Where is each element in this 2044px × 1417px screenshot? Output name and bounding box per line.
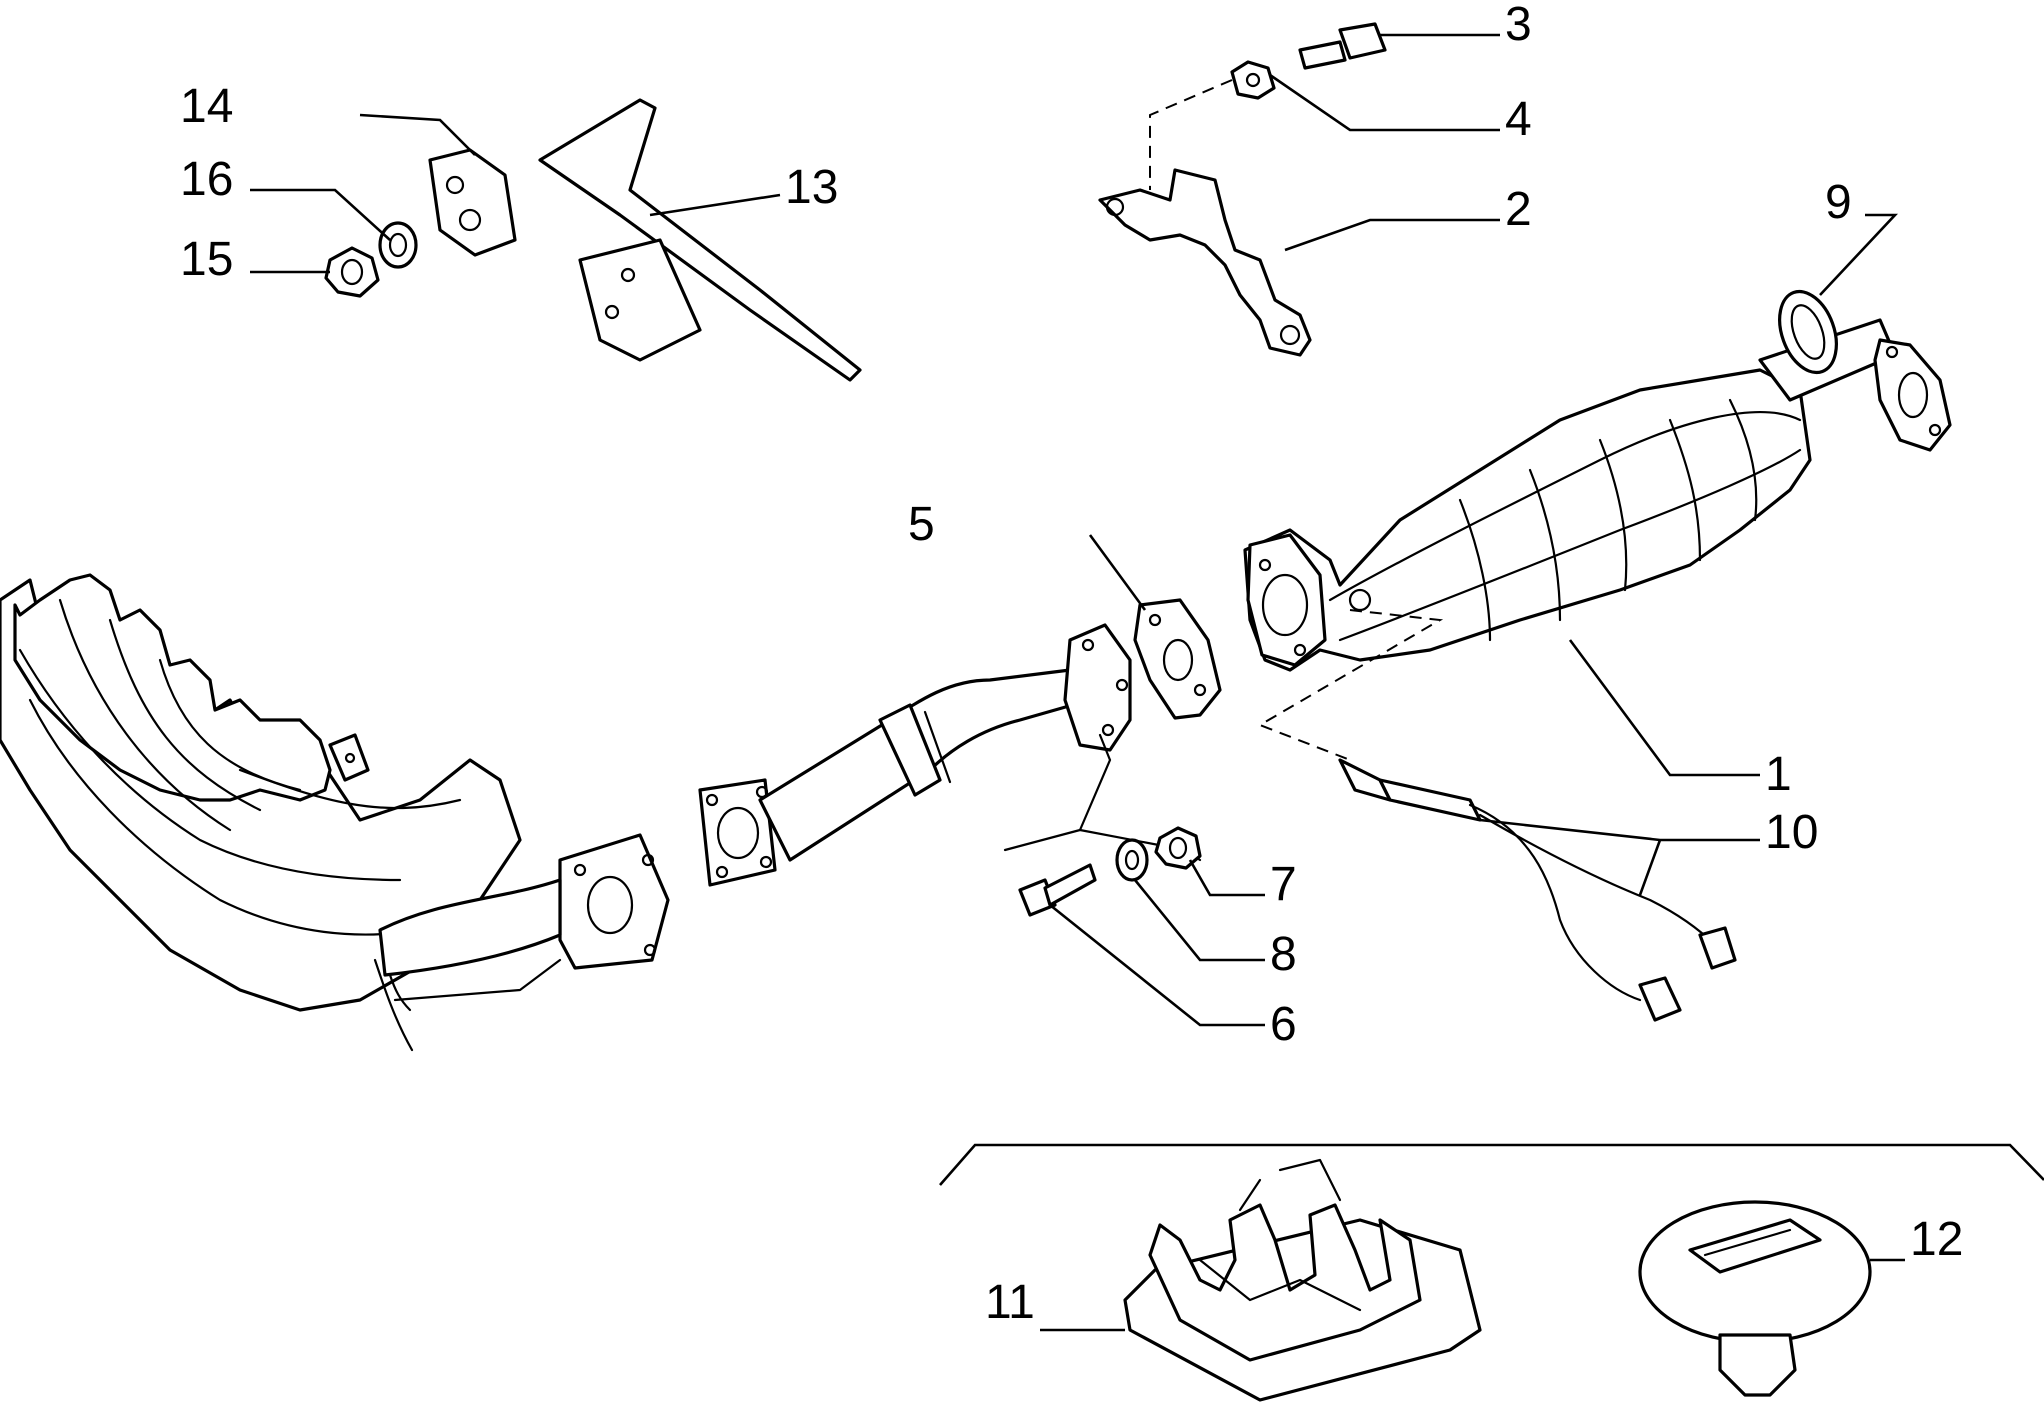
fastener-clip-12 xyxy=(1638,1200,1872,1397)
oxygen-sensor-10 xyxy=(1338,758,1737,1022)
washer-8 xyxy=(1115,838,1149,882)
nut-7 xyxy=(1154,826,1202,870)
label-3: 3 xyxy=(1505,0,1532,51)
label-4: 4 xyxy=(1505,93,1532,146)
label-11: 11 xyxy=(985,1276,1035,1329)
front-pipe xyxy=(698,623,1202,887)
label-8: 8 xyxy=(1270,928,1297,981)
leader-lines xyxy=(250,33,1905,1332)
exhaust-manifold xyxy=(0,573,670,1052)
pipe-clip-holder-11 xyxy=(1123,1158,1482,1402)
label-12: 12 xyxy=(1910,1213,1963,1266)
dashed-connectors xyxy=(1149,79,1444,761)
label-7: 7 xyxy=(1270,858,1297,911)
label-15: 15 xyxy=(180,233,233,286)
label-1: 1 xyxy=(1765,748,1792,801)
nut-15 xyxy=(324,246,380,298)
label-9: 9 xyxy=(1825,176,1852,229)
part-labels: 1 2 3 4 5 6 7 8 9 10 11 12 13 14 16 15 xyxy=(180,0,1963,1329)
label-6: 6 xyxy=(1270,998,1297,1051)
gasket-5 xyxy=(1133,598,1222,720)
label-2: 2 xyxy=(1505,183,1532,236)
bolt-3 xyxy=(1298,22,1387,70)
catalytic-converter xyxy=(1243,318,1952,672)
label-10: 10 xyxy=(1765,806,1818,859)
gasket-9 xyxy=(1778,289,1838,375)
label-14: 14 xyxy=(180,80,233,133)
bolt-6 xyxy=(1018,863,1097,917)
hanger-bracket-13 xyxy=(538,98,862,382)
kit-divider-line xyxy=(939,1143,2044,1186)
nut-4 xyxy=(1230,60,1276,100)
rubber-mount-14 xyxy=(428,148,517,257)
strap-bracket-2 xyxy=(1098,168,1312,357)
label-16: 16 xyxy=(180,153,233,206)
label-13: 13 xyxy=(785,161,838,214)
label-5: 5 xyxy=(908,498,935,551)
washer-16 xyxy=(378,221,418,269)
